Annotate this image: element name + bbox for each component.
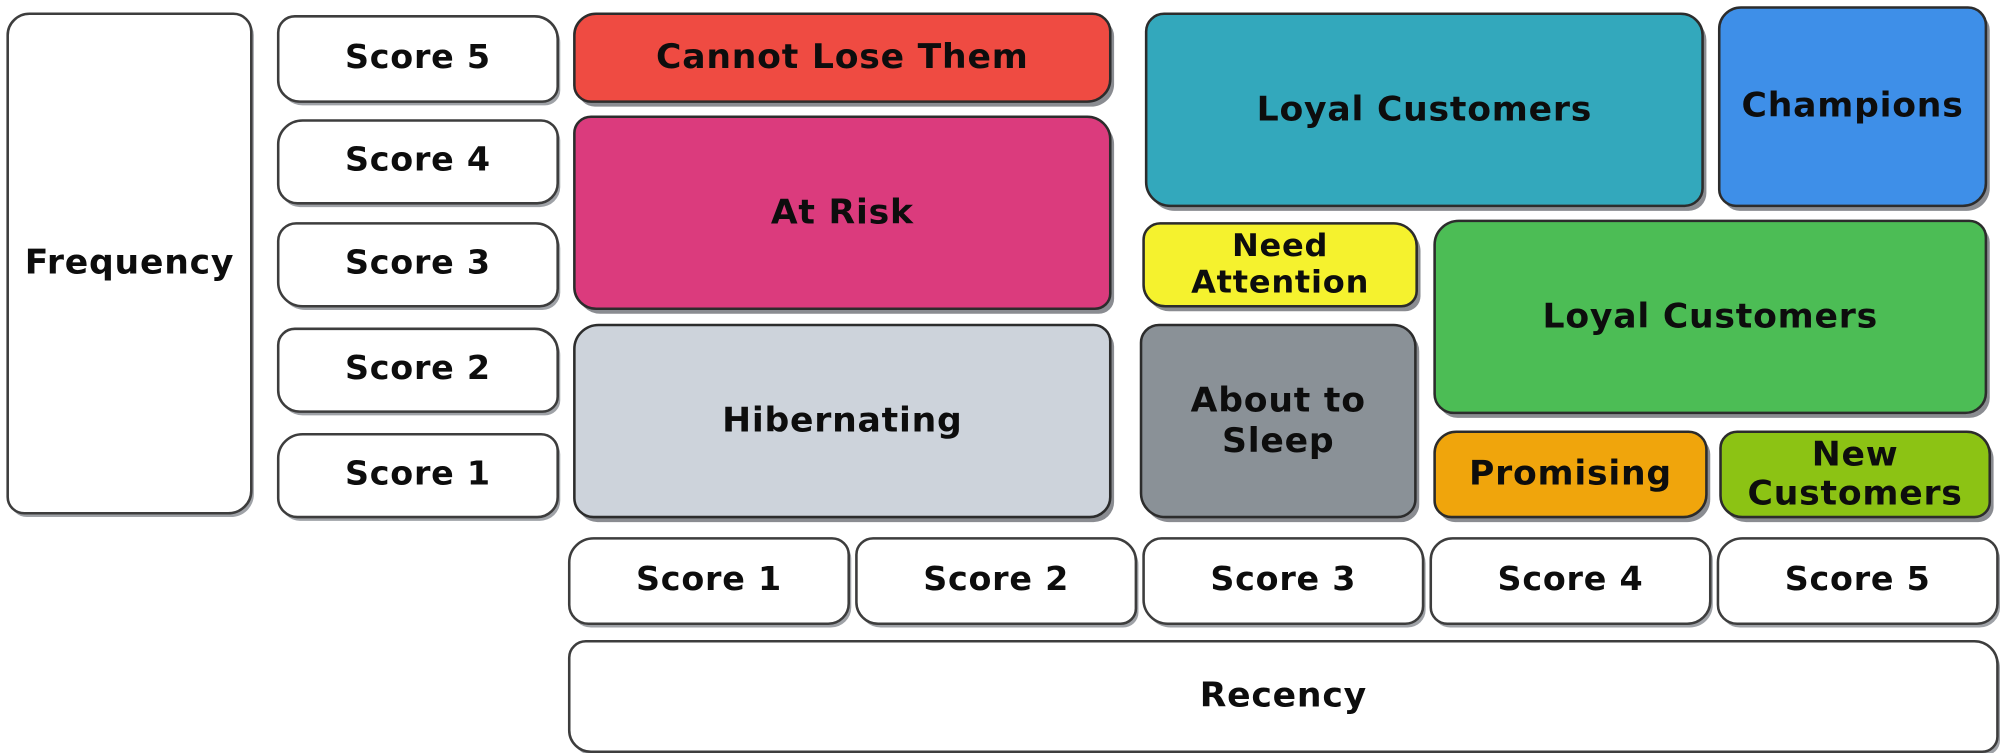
segment-promising[interactable]: Promising (1433, 430, 1708, 519)
frequency-score-3: Score 3 (276, 222, 559, 308)
segment-at-risk[interactable]: At Risk (573, 115, 1112, 310)
frequency-score-5: Score 5 (276, 15, 559, 103)
recency-score-1: Score 1 (567, 537, 850, 625)
recency-axis-label: Recency (567, 640, 1999, 753)
frequency-axis-label: Frequency (6, 12, 253, 515)
recency-score-4: Score 4 (1429, 537, 1712, 625)
frequency-score-1: Score 1 (276, 432, 559, 519)
recency-score-3: Score 3 (1142, 537, 1425, 625)
segment-loyal-customers-teal[interactable]: Loyal Customers (1144, 12, 1704, 208)
segment-champions[interactable]: Champions (1717, 6, 1988, 208)
recency-score-2: Score 2 (855, 537, 1138, 625)
segment-hibernating[interactable]: Hibernating (573, 323, 1112, 519)
segment-loyal-customers-green[interactable]: Loyal Customers (1433, 219, 1988, 415)
segment-cannot-lose-them[interactable]: Cannot Lose Them (573, 12, 1112, 103)
segment-need-attention[interactable]: Need Attention (1142, 222, 1418, 308)
frequency-score-4: Score 4 (276, 119, 559, 205)
frequency-score-2: Score 2 (276, 327, 559, 413)
segment-about-to-sleep[interactable]: About to Sleep (1139, 323, 1417, 519)
recency-score-5: Score 5 (1716, 537, 1999, 625)
segment-new-customers[interactable]: New Customers (1719, 430, 1992, 519)
